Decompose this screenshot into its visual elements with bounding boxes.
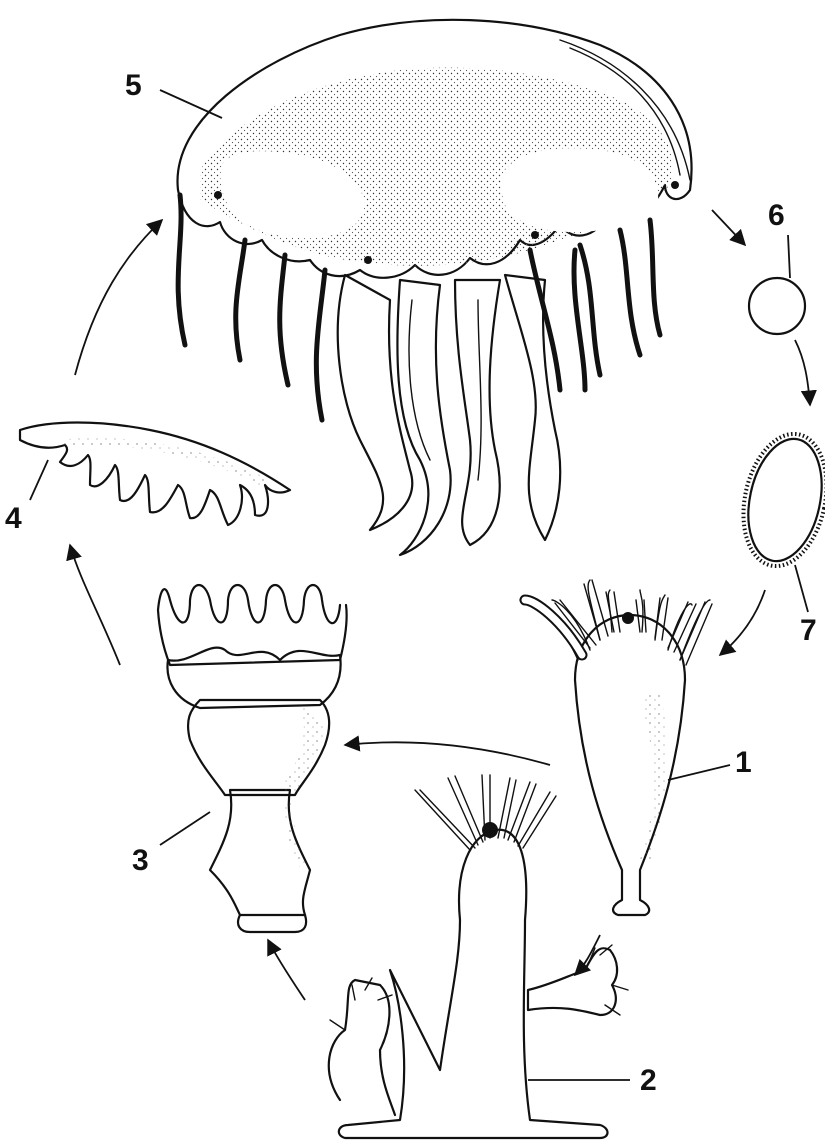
label-2: 2 bbox=[640, 1064, 657, 1097]
label-5: 5 bbox=[125, 69, 142, 102]
label-7: 7 bbox=[800, 614, 817, 647]
egg bbox=[749, 278, 805, 334]
arrow-polyp-to-budding bbox=[575, 935, 600, 975]
arrow-medusa-to-egg bbox=[712, 210, 745, 245]
arrow-budding-to-strobila bbox=[268, 940, 305, 1000]
label-6: 6 bbox=[768, 199, 785, 232]
planula-larva bbox=[732, 426, 825, 574]
oral-arms bbox=[338, 275, 560, 555]
ephyra bbox=[20, 423, 290, 526]
label-4: 4 bbox=[5, 502, 22, 535]
arrow-egg-to-planula bbox=[795, 340, 810, 405]
budding-polyp bbox=[329, 775, 628, 1138]
arrow-planula-to-polyp bbox=[720, 590, 765, 655]
label-1: 1 bbox=[735, 746, 752, 779]
medusa-gonad-right bbox=[501, 148, 658, 232]
arrow-polyp-to-strobila bbox=[345, 742, 550, 765]
arrow-ephyra-to-medusa bbox=[75, 220, 162, 375]
arrow-strobila-to-ephyra bbox=[70, 545, 120, 665]
scyphistoma-polyp bbox=[520, 580, 712, 915]
strobila bbox=[158, 585, 347, 932]
label-3: 3 bbox=[132, 844, 149, 877]
